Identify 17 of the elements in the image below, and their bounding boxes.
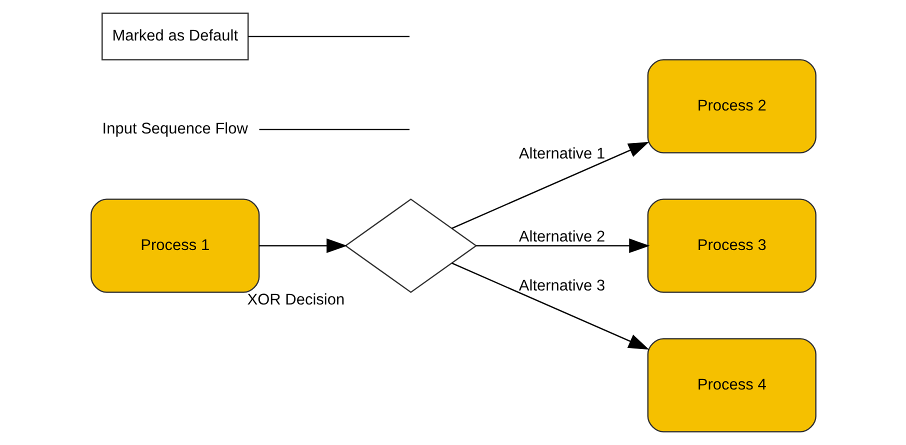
arrow (451, 142, 649, 229)
node-box: Marked as Default (101, 12, 248, 60)
edge-label: Alternative 2 (518, 228, 605, 246)
arrow (476, 238, 650, 253)
connector (248, 36, 410, 38)
node-diamond (344, 198, 477, 294)
arrow (258, 238, 347, 253)
connector (258, 128, 410, 130)
node-text: Input Sequence Flow (102, 120, 248, 138)
edge-label: Alternative 3 (518, 277, 605, 294)
node-box: Process 2 (646, 59, 816, 154)
node-box: Process 4 (646, 338, 816, 432)
node-box: Process 1 (90, 198, 260, 293)
node-box: Process 3 (646, 198, 816, 293)
edge-label: Alternative 1 (518, 146, 605, 163)
node-label: XOR Decision (246, 292, 344, 309)
arrow (451, 262, 649, 350)
